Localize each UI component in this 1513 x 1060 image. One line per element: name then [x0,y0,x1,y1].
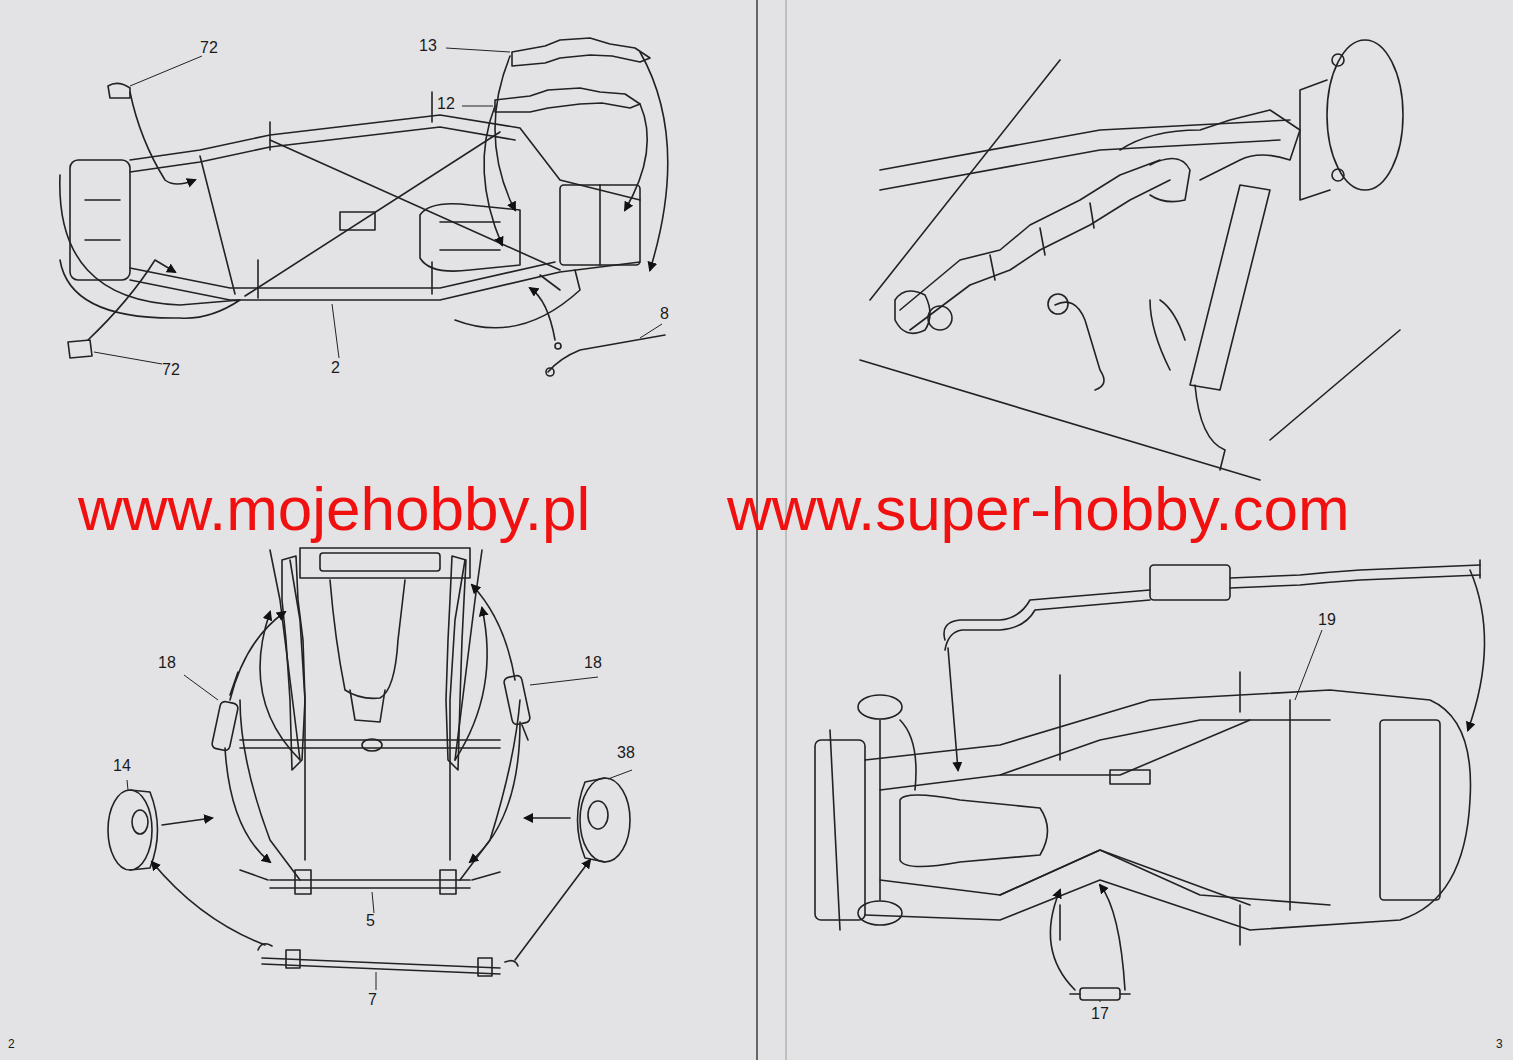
assembly-arrow [152,585,590,960]
callout-number: 17 [1091,1006,1109,1022]
callout-number: 2 [331,360,340,376]
callout-number: 38 [617,745,635,761]
callout-number: 13 [419,38,437,54]
stabilizer-bar-part [258,944,518,976]
chassis-plan-view [815,672,1471,945]
assembly-arrow [948,570,1485,990]
watermark: www.mojehobby.pl [78,478,590,540]
callout-number: 14 [113,758,131,774]
callout-number: 72 [200,40,218,56]
rear-axle-view [240,548,520,894]
callout-number: 8 [660,306,669,322]
brake-drum-part [108,778,630,870]
callout-number: 18 [584,655,602,671]
clip-part [68,83,130,358]
callout-number: 12 [437,96,455,112]
chassis-frame [60,92,640,328]
callout-number: 72 [162,362,180,378]
callout-number: 19 [1318,612,1336,628]
page-number: 2 [8,1038,15,1050]
callout-number: 18 [158,655,176,671]
page-number: 3 [1496,1038,1503,1050]
watermark: www.super-hobby.com [727,478,1350,540]
rod-part [1070,988,1130,1000]
leaf-spring-part [495,38,650,112]
exhaust-pipe-part [944,560,1480,650]
suspension-detail [860,40,1403,480]
rod-part [546,335,665,376]
shock-absorber-part [211,672,531,751]
callout-number: 7 [368,992,377,1008]
leaf-spring-part [282,556,466,770]
callout-number: 5 [366,913,375,929]
assembly-arrow [88,52,668,340]
